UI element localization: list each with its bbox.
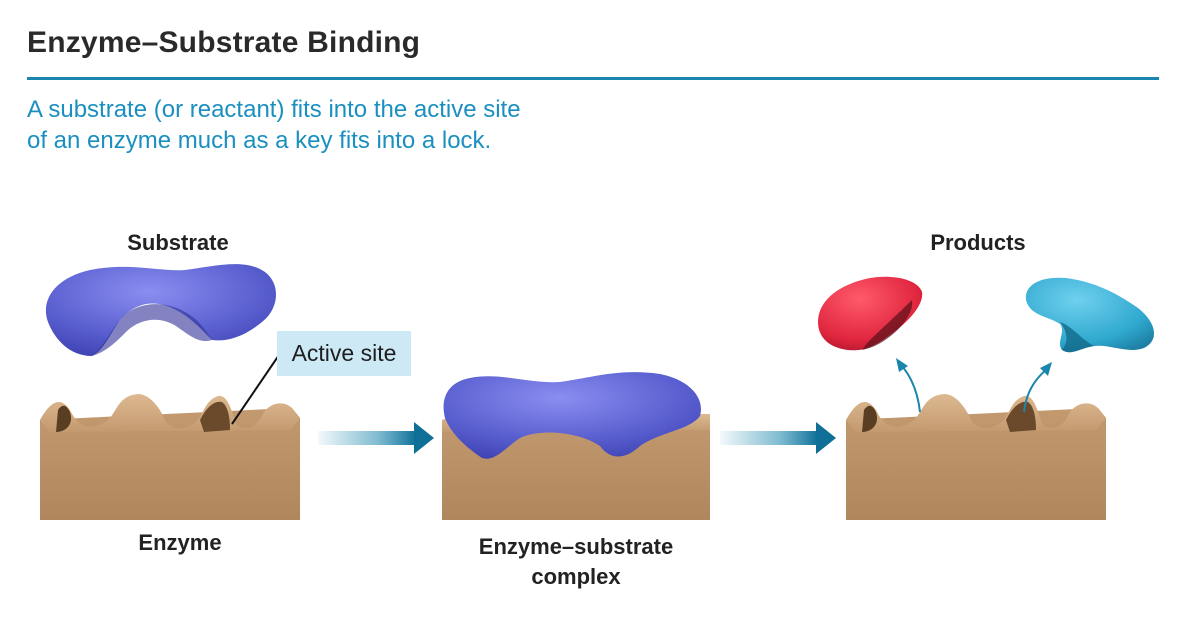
complex-label: Enzyme–substrate complex: [440, 532, 712, 592]
enzyme-label: Enzyme: [138, 530, 222, 555]
title-divider: [27, 77, 1159, 80]
substrate-label: Substrate: [127, 230, 229, 255]
caption: A substrate (or reactant) fits into the …: [27, 94, 647, 156]
complex-label-line-1: Enzyme–substrate: [478, 534, 674, 559]
enzyme-block-released: [846, 394, 1106, 520]
substrate-molecule: [45, 264, 277, 356]
caption-line-1: A substrate (or reactant) fits into the …: [27, 96, 521, 123]
product-red: [818, 276, 923, 351]
product-blue: [1025, 277, 1155, 353]
caption-line-2: of an enzyme much as a key fits into a l…: [27, 127, 492, 154]
enzyme-substrate-complex: [442, 372, 710, 520]
product-release-arrows: [896, 358, 1052, 413]
products-label: Products: [930, 230, 1026, 255]
callout-leader-line: [231, 354, 280, 425]
reaction-arrow-1: [318, 422, 434, 454]
active-site-callout: Active site: [277, 331, 411, 376]
enzyme-block: [40, 394, 300, 520]
complex-label-line-2: complex: [531, 564, 621, 589]
reaction-arrow-2: [720, 422, 836, 454]
page-title: Enzyme–Substrate Binding: [27, 26, 421, 59]
